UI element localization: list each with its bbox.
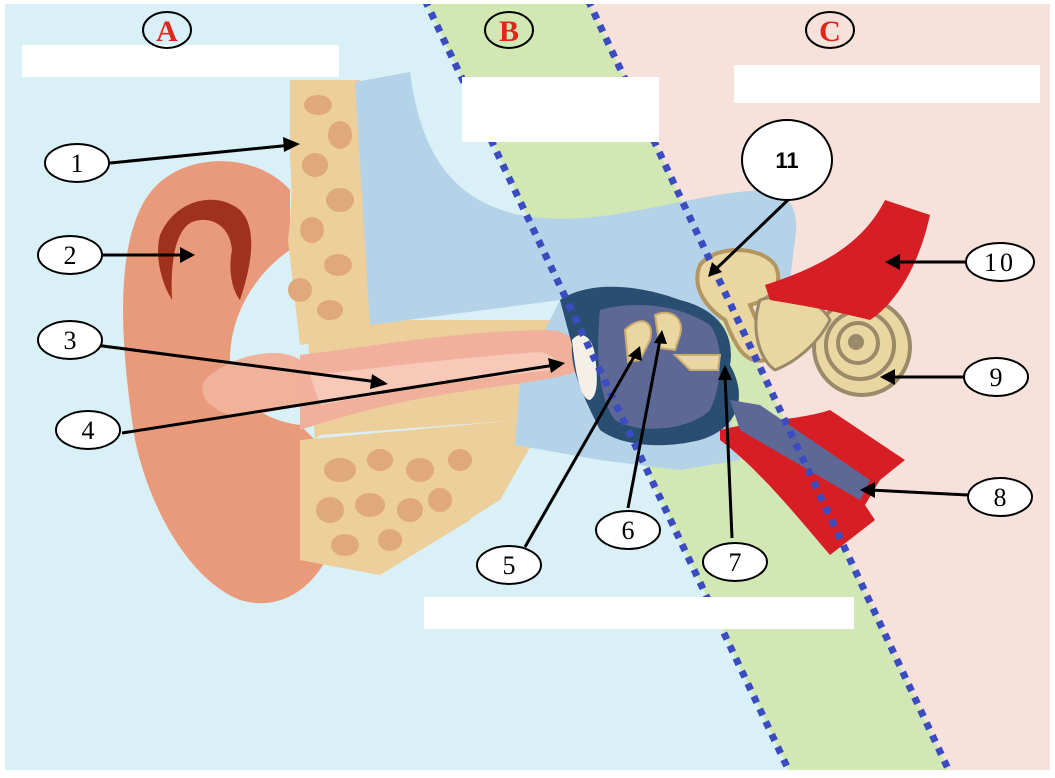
callout-8: 8 (994, 483, 1007, 512)
section-letter-c: C (819, 15, 841, 48)
callout-3: 3 (64, 326, 77, 355)
label-box-b[interactable] (462, 77, 659, 142)
label-box-bottom[interactable] (424, 597, 854, 629)
callout-6: 6 (622, 516, 635, 545)
callout-9: 9 (990, 363, 1003, 392)
section-letter-b: B (499, 15, 519, 48)
callout-1: 1 (71, 149, 84, 178)
callout-5: 5 (503, 551, 516, 580)
section-letter-a: A (156, 15, 178, 48)
callout-2: 2 (64, 241, 77, 270)
callout-4: 4 (82, 416, 95, 445)
label-box-c[interactable] (734, 65, 1040, 103)
label-box-a[interactable] (22, 45, 339, 77)
callout-7: 7 (729, 548, 742, 577)
callout-10: 10 (984, 248, 1016, 277)
callout-11: 11 (775, 148, 798, 173)
